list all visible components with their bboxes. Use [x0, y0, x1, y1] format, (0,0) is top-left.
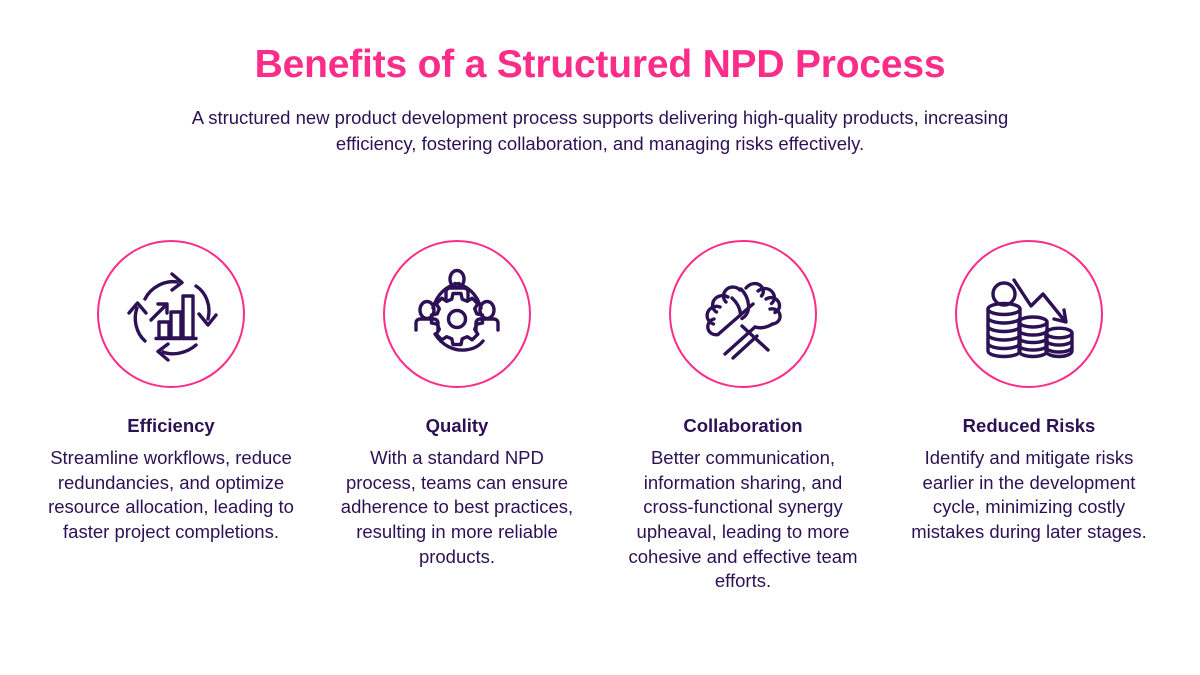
icon-ring-quality [383, 240, 531, 388]
card-title: Collaboration [683, 415, 803, 436]
header: Benefits of a Structured NPD Process A s… [0, 43, 1200, 157]
card-body: Streamline workflows, reduce redundancie… [48, 447, 294, 542]
benefit-card-quality: Quality With a standard NPD process, tea… [314, 240, 600, 569]
card-body: With a standard NPD process, teams can e… [340, 447, 574, 567]
card-body: Better communication, information sharin… [628, 447, 858, 592]
growth-cycle-icon [123, 266, 219, 362]
card-title: Quality [425, 415, 489, 436]
benefit-card-efficiency: Efficiency Streamline workflows, reduce … [28, 240, 314, 545]
team-gear-icon [409, 266, 505, 362]
icon-ring-reduced-risks [955, 240, 1103, 388]
icon-ring-collaboration [669, 240, 817, 388]
benefit-card-collaboration: Collaboration Better communication, info… [600, 240, 886, 594]
handshake-icon [695, 266, 791, 362]
page-title: Benefits of a Structured NPD Process [254, 43, 946, 86]
benefit-card-row: Efficiency Streamline workflows, reduce … [0, 240, 1200, 594]
card-title: Efficiency [127, 415, 215, 436]
declining-coins-icon [981, 266, 1077, 362]
page-subtitle: A structured new product development pro… [191, 106, 1009, 155]
card-body: Identify and mitigate risks earlier in t… [911, 447, 1147, 542]
icon-ring-efficiency [97, 240, 245, 388]
card-title: Reduced Risks [962, 415, 1096, 436]
benefit-card-reduced-risks: Reduced Risks Identify and mitigate risk… [886, 240, 1172, 545]
